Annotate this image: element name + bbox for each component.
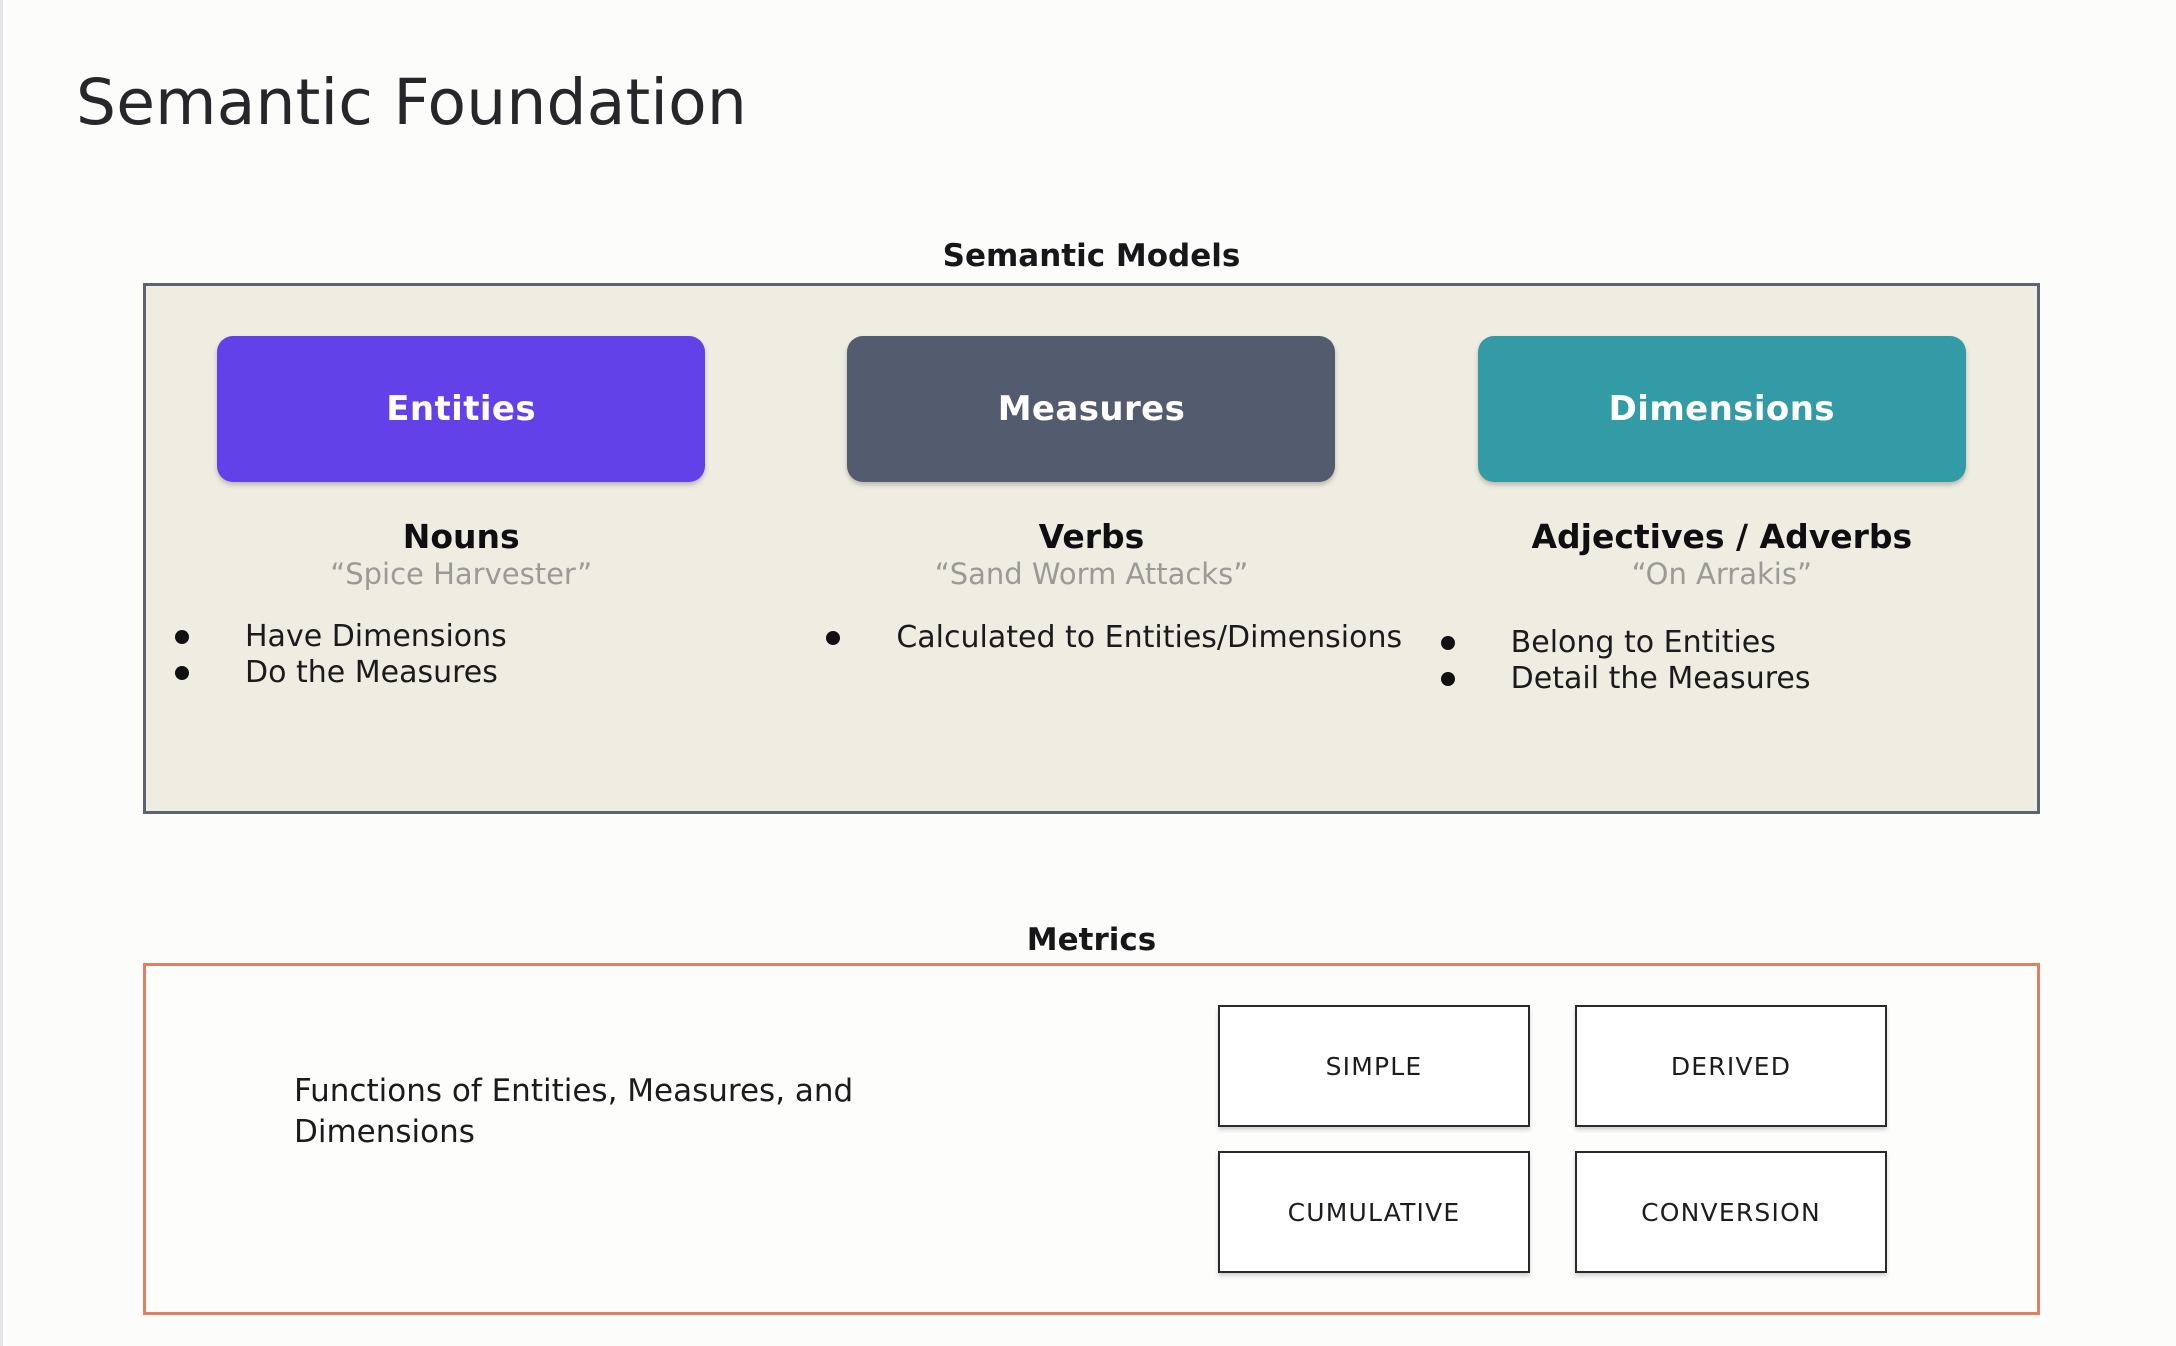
- metrics-panel: Functions of Entities, Measures, and Dim…: [143, 963, 2040, 1315]
- list-item-label: Detail the Measures: [1510, 660, 1811, 696]
- list-item-label: Calculated to Entities/Dimensions: [896, 619, 1403, 655]
- measures-bullet-list: Calculated to Entities/Dimensions: [726, 620, 1456, 656]
- dimensions-bullet-list: Belong to Entities Detail the Measures: [1373, 625, 2071, 697]
- metrics-heading: Metrics: [1026, 922, 1157, 958]
- entities-example: “Spice Harvester”: [330, 556, 593, 591]
- metric-type-grid: SIMPLE DERIVED CUMULATIVE CONVERSION: [1218, 1005, 1887, 1273]
- list-item-label: Belong to Entities: [1510, 624, 1776, 660]
- semantic-column-dimensions: Dimensions Adjectives / Adverbs “On Arra…: [1407, 286, 2037, 811]
- dimensions-part-of-speech: Adjectives / Adverbs: [1531, 517, 1913, 556]
- metric-type-simple[interactable]: SIMPLE: [1218, 1005, 1530, 1127]
- measures-example: “Sand Worm Attacks”: [934, 556, 1249, 591]
- entities-bullet-list: Have Dimensions Do the Measures: [117, 619, 805, 691]
- measures-part-of-speech: Verbs: [1038, 517, 1145, 556]
- slide-left-edge-rule: [0, 0, 3, 1346]
- page-title: Semantic Foundation: [76, 66, 747, 139]
- entities-part-of-speech: Nouns: [402, 517, 520, 556]
- dimensions-example: “On Arrakis”: [1631, 556, 1812, 591]
- metric-type-derived[interactable]: DERIVED: [1575, 1005, 1887, 1127]
- semantic-models-heading: Semantic Models: [942, 238, 1241, 274]
- bullet-dot-icon: [175, 629, 189, 644]
- list-item: Do the Measures: [175, 655, 805, 690]
- dimensions-pill[interactable]: Dimensions: [1477, 336, 1966, 482]
- bullet-dot-icon: [175, 665, 189, 680]
- metrics-description: Functions of Entities, Measures, and Dim…: [294, 1073, 854, 1150]
- bullet-dot-icon: [826, 630, 841, 645]
- entities-pill[interactable]: Entities: [217, 336, 706, 482]
- metric-type-cumulative[interactable]: CUMULATIVE: [1218, 1151, 1530, 1273]
- list-item-label: Have Dimensions: [245, 618, 507, 654]
- list-item: Calculated to Entities/Dimensions: [826, 620, 1456, 655]
- semantic-column-measures: Measures Verbs “Sand Worm Attacks” Calcu…: [776, 286, 1406, 811]
- list-item: Detail the Measures: [1440, 660, 2071, 696]
- list-item-label: Do the Measures: [245, 654, 498, 690]
- semantic-models-panel: Entities Nouns “Spice Harvester” Have Di…: [143, 283, 2040, 814]
- list-item: Have Dimensions: [175, 619, 805, 654]
- list-item: Belong to Entities: [1440, 624, 2071, 660]
- bullet-dot-icon: [1440, 671, 1455, 686]
- bullet-dot-icon: [1440, 635, 1455, 650]
- semantic-column-entities: Entities Nouns “Spice Harvester” Have Di…: [146, 286, 776, 811]
- measures-pill[interactable]: Measures: [847, 336, 1336, 482]
- semantic-models-columns: Entities Nouns “Spice Harvester” Have Di…: [146, 286, 2037, 811]
- metric-type-conversion[interactable]: CONVERSION: [1575, 1151, 1887, 1273]
